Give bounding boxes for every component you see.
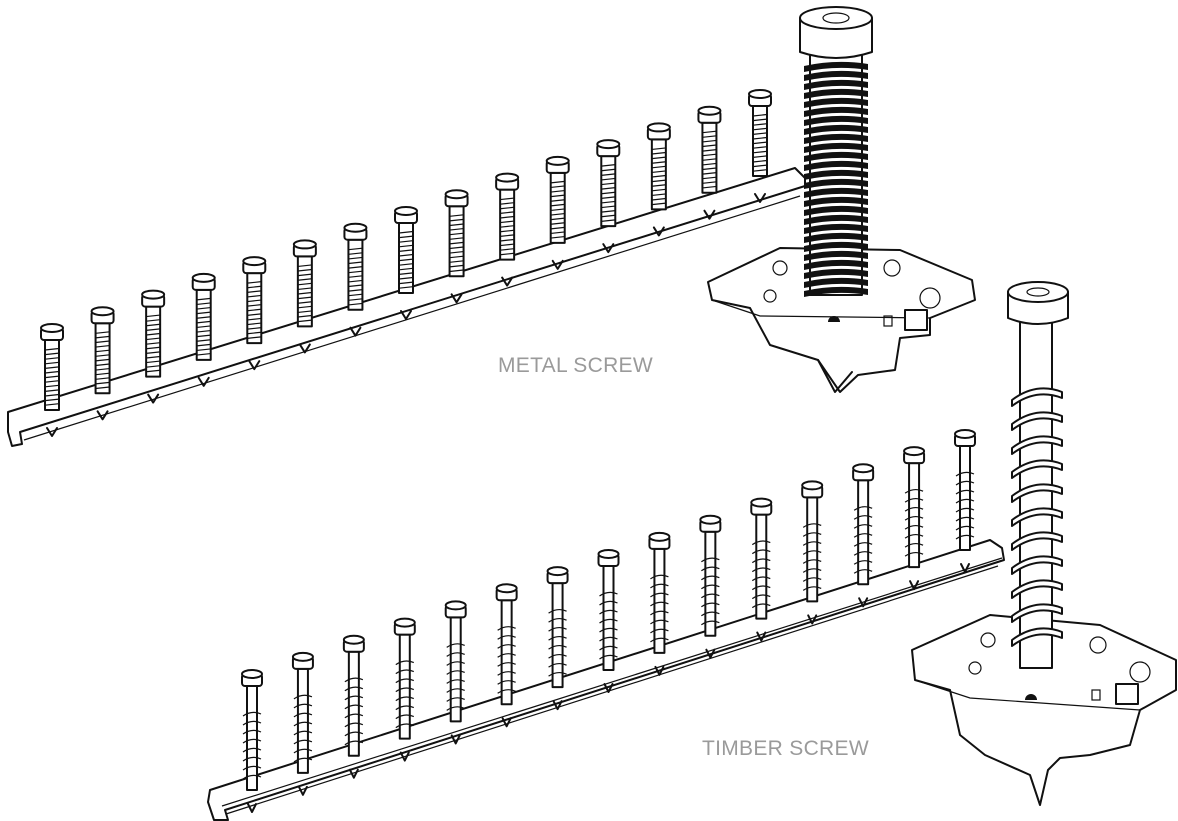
timber-strip-screw [342,634,365,779]
metal-strip-screw [697,105,722,220]
timber-screw-detail [911,281,1177,806]
timber-strip-screw [546,566,569,711]
metal-strip-screw [242,256,267,371]
timber-strip-plate [207,539,1005,821]
metal-screw-strip [7,89,806,447]
metal-strip-screw [394,206,418,320]
timber-strip-screw [852,463,875,608]
timber-strip-screw [597,549,620,693]
timber-strip-screw [495,583,518,728]
timber-strip-screw [750,497,773,642]
metal-strip-screw [444,189,469,304]
timber-strip-screw [801,480,824,625]
metal-detail-plate [707,247,976,393]
metal-strip-screw [646,122,671,237]
metal-strip-screw [596,139,621,254]
timber-strip-screw [648,531,671,676]
metal-strip-screw [191,272,216,387]
timber-screw-strip [207,429,1005,821]
timber-strip-screw [291,651,314,796]
timber-strip-screw [444,600,467,745]
metal-strip-screw [343,222,368,337]
timber-strip-screw [241,669,263,813]
metal-strip-screw [292,239,317,354]
metal-strip-screw [141,289,166,404]
metal-strip-screw [495,172,520,287]
timber-strip-screw [954,429,976,573]
metal-screw-detail [707,6,976,393]
metal-screw-label: METAL SCREW [498,354,653,377]
metal-strip-screw [40,323,64,437]
metal-strip-screw [90,306,115,421]
metal-strip-screw [545,155,570,270]
timber-screw-label: TIMBER SCREW [702,737,869,760]
timber-strip-screw [699,514,722,659]
metal-strip-screw [748,89,772,203]
timber-strip-screw [903,446,926,591]
timber-strip-screw [393,617,416,762]
